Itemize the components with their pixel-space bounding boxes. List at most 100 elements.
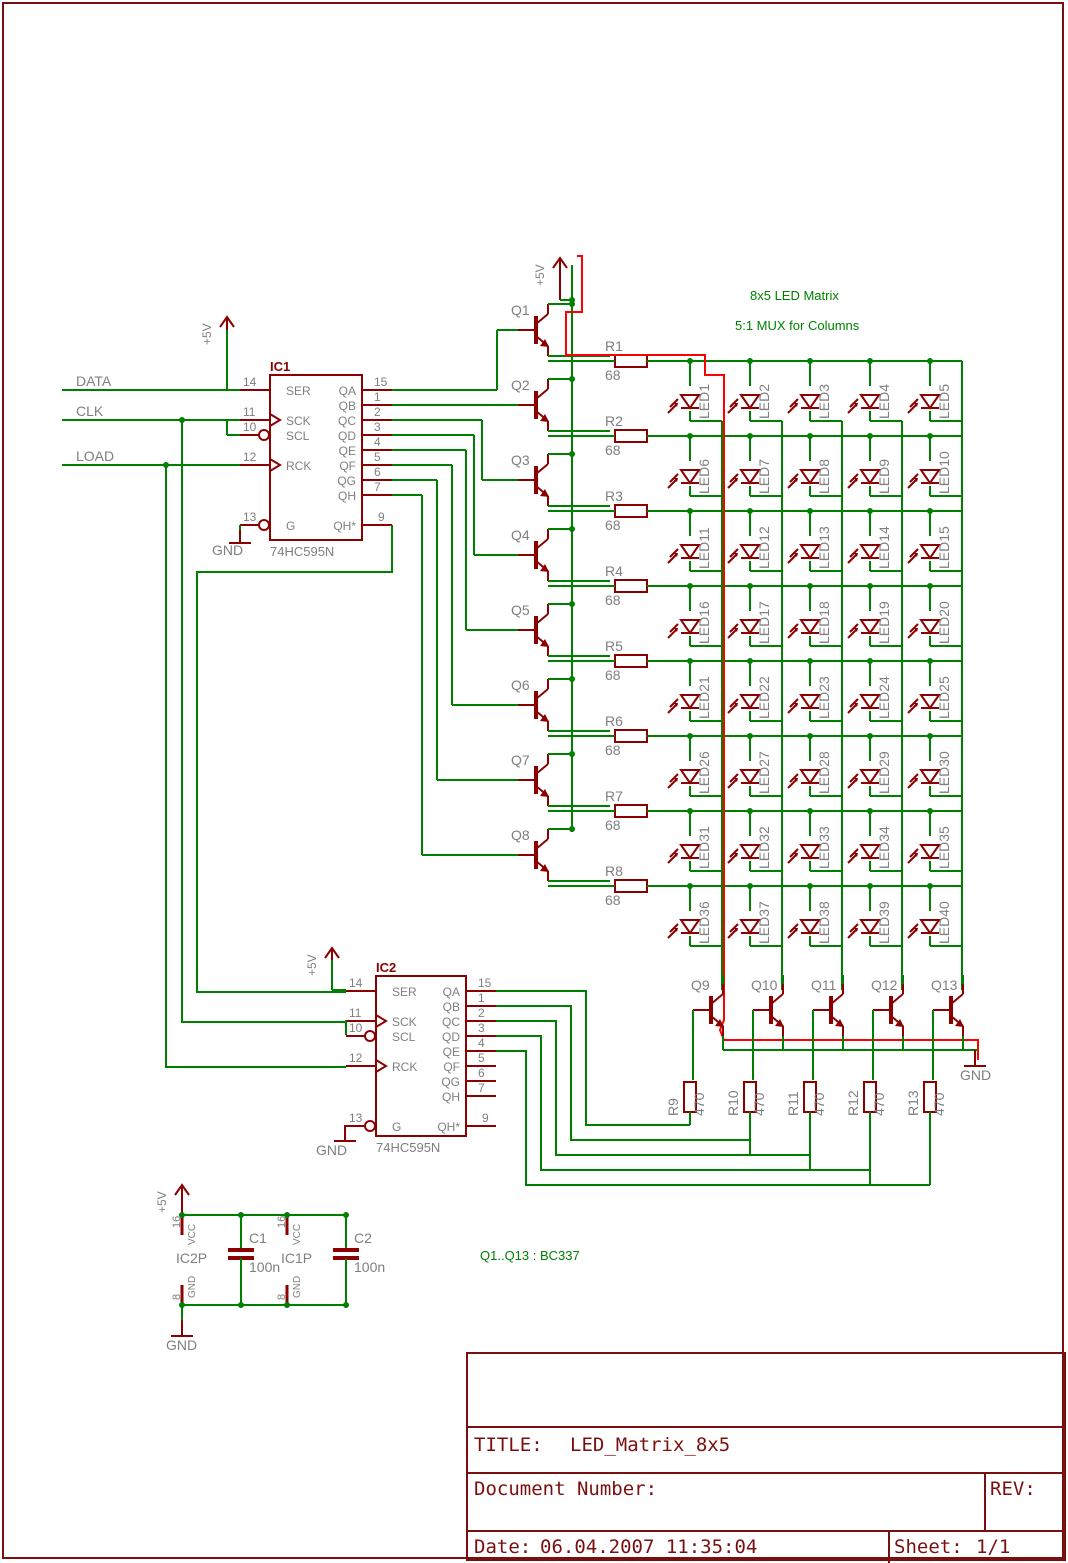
pin-number: 4 [478, 1036, 485, 1050]
emitter-arrow-icon [895, 1019, 904, 1027]
led-triangle-icon [679, 769, 701, 785]
pin-number: 12 [349, 1051, 363, 1065]
transistor-label: Q6 [511, 677, 530, 693]
junction-dot [807, 583, 813, 589]
led-31 [667, 844, 701, 864]
led-7 [727, 469, 761, 489]
junction-dot [747, 733, 753, 739]
led-label: LED26 [696, 751, 712, 794]
junction-dot [807, 658, 813, 664]
resistor-name: R10 [725, 1090, 741, 1116]
pin-name: SCK [392, 1015, 417, 1029]
light-arrow-icon [667, 929, 677, 939]
vcc-arrow-icon [552, 256, 568, 269]
junction-dot [569, 526, 575, 532]
ic1-vcc-label: +5V [200, 323, 214, 345]
pin-number: 7 [374, 480, 381, 494]
pin-name: QH [442, 1090, 460, 1104]
light-arrow-icon [794, 628, 798, 632]
pin-number: 11 [349, 1006, 362, 1020]
light-arrow-icon [854, 853, 858, 857]
clock-edge-icon [375, 1059, 388, 1073]
led-triangle-icon [919, 619, 941, 635]
led-label: LED13 [816, 526, 832, 569]
light-arrow-icon [914, 703, 918, 707]
pin-name: QD [442, 1030, 460, 1044]
column-transistor-3 [813, 984, 844, 1036]
junction-dot [238, 1212, 244, 1218]
led-22 [727, 694, 761, 714]
led-label: LED19 [876, 601, 892, 644]
light-arrow-icon [907, 479, 917, 489]
sheet-value: 1/1 [976, 1536, 1011, 1558]
resistor-value: 68 [605, 817, 621, 833]
light-arrow-icon [854, 928, 858, 932]
led-triangle-icon [679, 694, 701, 710]
light-arrow-icon [674, 628, 678, 632]
led-26 [667, 769, 701, 789]
row-resistor-3 [614, 504, 648, 518]
decoupling-gnd-label: GND [166, 1337, 197, 1353]
light-arrow-icon [854, 628, 858, 632]
led-17 [727, 619, 761, 639]
resistor-value: 470 [931, 1092, 947, 1116]
led-triangle-icon [859, 469, 881, 485]
resistor-value: 68 [605, 742, 621, 758]
ic-part: 74HC595N [376, 1140, 440, 1155]
collector-lead [535, 688, 549, 700]
junction-dot [927, 433, 933, 439]
light-arrow-icon [847, 929, 857, 939]
collector-lead [770, 993, 784, 1005]
led-label: LED7 [756, 459, 772, 494]
resistor-name: R6 [605, 713, 623, 729]
light-arrow-icon [734, 853, 738, 857]
light-arrow-icon [914, 778, 918, 782]
led-triangle-icon [739, 394, 761, 410]
pin-name: SCL [392, 1030, 416, 1044]
light-arrow-icon [727, 854, 737, 864]
resistor-name: R3 [605, 488, 623, 504]
junction-dot [284, 1212, 290, 1218]
row-transistor-8 [518, 829, 549, 881]
inverter-bubble-icon [364, 1030, 376, 1042]
junction-dot [807, 433, 813, 439]
junction-dot [867, 433, 873, 439]
led-triangle-icon [679, 544, 701, 560]
led-triangle-icon [799, 769, 821, 785]
ic2-output-wire [496, 1005, 750, 1141]
pin-number: 3 [478, 1021, 485, 1035]
ic1p-label: IC1P [281, 1250, 312, 1266]
light-arrow-icon [787, 479, 797, 489]
row-transistor-6 [518, 679, 549, 731]
pin-number: 14 [243, 375, 257, 389]
row-resistor-6 [614, 729, 648, 743]
pin-number: 6 [374, 465, 381, 479]
led-triangle-icon [859, 694, 881, 710]
emitter-arrow-icon [540, 489, 549, 497]
transistor-label: Q9 [691, 977, 710, 993]
led-40 [907, 919, 941, 939]
light-arrow-icon [794, 478, 798, 482]
led-triangle-icon [919, 919, 941, 935]
pin-name: QH* [333, 519, 356, 533]
led-triangle-icon [859, 769, 881, 785]
vcc-arrow-icon [324, 946, 340, 959]
junction-dot [179, 1212, 185, 1218]
collector-lead [535, 838, 549, 850]
matrix-title: 8x5 LED Matrix [750, 288, 839, 303]
led-label: LED11 [696, 527, 712, 569]
light-arrow-icon [734, 928, 738, 932]
led-triangle-icon [739, 694, 761, 710]
led-36 [667, 919, 701, 939]
led-label: LED10 [936, 451, 952, 494]
led-2 [727, 394, 761, 414]
capacitor-value: 100n [249, 1259, 280, 1275]
light-arrow-icon [667, 629, 677, 639]
led-triangle-icon [739, 544, 761, 560]
light-arrow-icon [914, 553, 918, 557]
light-arrow-icon [787, 404, 797, 414]
emitter-arrow-icon [835, 1019, 844, 1027]
led-label: LED27 [756, 751, 772, 794]
junction-dot [807, 508, 813, 514]
